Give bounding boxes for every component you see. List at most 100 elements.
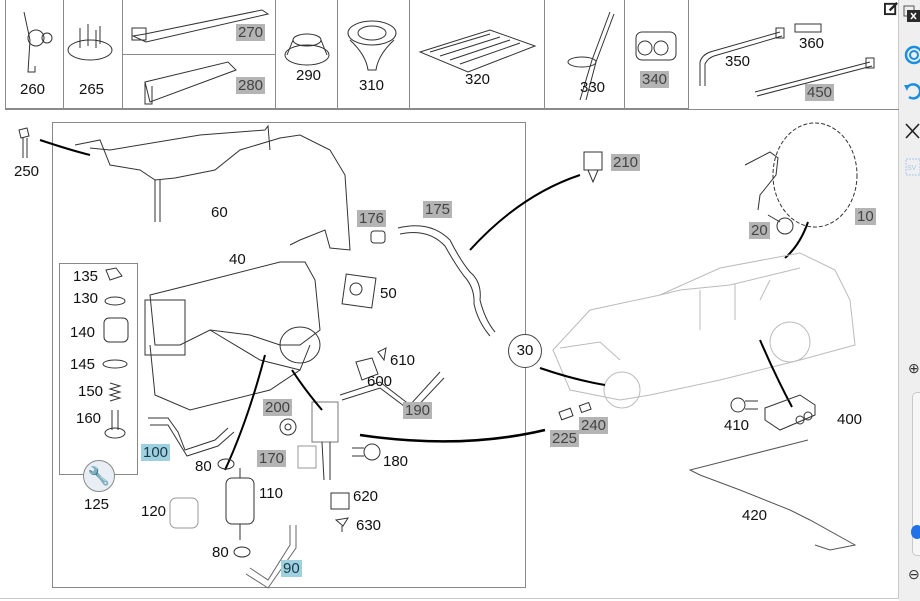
part-label-125[interactable]: 125 [84, 496, 110, 513]
part-label-176[interactable]: 176 [357, 210, 387, 227]
callout-30[interactable]: 30 [508, 334, 542, 368]
part-label-450[interactable]: 450 [805, 84, 835, 101]
part-60-drawing [74, 124, 351, 251]
close-icon[interactable] [903, 4, 920, 24]
cell-310 [338, 0, 410, 109]
part-label-290[interactable]: 290 [296, 67, 322, 84]
part-120-drawing [169, 497, 199, 529]
target-icon[interactable] [903, 45, 920, 65]
part-260-drawing [23, 11, 53, 73]
zoom-in-button[interactable]: ⊕ [908, 360, 920, 376]
part-265-drawing [67, 24, 113, 61]
part-label-320[interactable]: 320 [465, 71, 491, 88]
part-label-610[interactable]: 610 [390, 352, 416, 369]
part-label-280[interactable]: 280 [236, 77, 266, 94]
arrow-30-to-car [539, 367, 606, 386]
part-270-drawing [131, 9, 270, 43]
part-label-120[interactable]: 120 [141, 503, 167, 520]
zoom-slider-thumb[interactable] [911, 525, 920, 539]
part-label-175[interactable]: 175 [423, 201, 453, 218]
part-label-250[interactable]: 250 [14, 163, 40, 180]
part-label-200[interactable]: 200 [263, 399, 293, 416]
zoom-slider-track[interactable] [912, 392, 920, 556]
tank-bracket-drawing [744, 151, 779, 211]
part-label-40[interactable]: 40 [229, 251, 246, 268]
part-label-210[interactable]: 210 [611, 154, 641, 171]
part-label-50[interactable]: 50 [380, 285, 397, 302]
part-label-140[interactable]: 140 [70, 324, 96, 341]
part-150-drawing [108, 382, 122, 402]
part-label-310[interactable]: 310 [359, 77, 385, 94]
part-label-225[interactable]: 225 [550, 430, 580, 447]
svg-text:SV: SV [907, 165, 917, 172]
part-label-10[interactable]: 10 [855, 208, 876, 225]
part-label-160[interactable]: 160 [76, 410, 102, 427]
crossed-tools-icon[interactable] [903, 121, 920, 141]
part-420-drawing [688, 439, 857, 551]
part-80b-drawing [233, 546, 251, 558]
edit-icon[interactable] [884, 1, 899, 16]
part-label-600[interactable]: 600 [367, 373, 393, 390]
part-label-80a[interactable]: 80 [195, 458, 212, 475]
part-label-270[interactable]: 270 [236, 24, 266, 41]
part-label-260[interactable]: 260 [20, 81, 46, 98]
part-100-drawing [148, 417, 235, 457]
part-label-265[interactable]: 265 [79, 81, 105, 98]
part-label-410[interactable]: 410 [724, 417, 750, 434]
part-40-drawing [144, 261, 321, 411]
part-label-630[interactable]: 630 [356, 517, 382, 534]
part-label-340[interactable]: 340 [640, 71, 670, 88]
part-225-drawing [558, 407, 574, 421]
cell-340 [625, 0, 689, 109]
part-135-drawing [105, 267, 123, 281]
part-600-drawing [355, 357, 379, 381]
part-label-400[interactable]: 400 [837, 411, 863, 428]
parts-diagram-canvas: 260 265 270 280 290 310 320 330 340 350 … [0, 0, 900, 599]
cell-320 [410, 0, 545, 109]
part-330-drawing [567, 11, 615, 101]
svg-icon[interactable]: SV [903, 157, 920, 177]
part-label-420[interactable]: 420 [742, 507, 768, 524]
part-label-145[interactable]: 145 [70, 356, 96, 373]
part-320-drawing [418, 29, 537, 73]
part-label-330[interactable]: 330 [580, 79, 606, 96]
part-label-350[interactable]: 350 [725, 53, 751, 70]
part-450-drawing [754, 57, 875, 97]
part-280-drawing [144, 61, 237, 105]
part-label-360[interactable]: 360 [799, 35, 825, 52]
part-90-drawing [245, 525, 297, 589]
part-350-drawing [699, 27, 785, 86]
part-label-240[interactable]: 240 [579, 417, 609, 434]
part-label-170[interactable]: 170 [257, 450, 287, 467]
part-label-90[interactable]: 90 [281, 560, 302, 577]
part-label-150[interactable]: 150 [78, 383, 104, 400]
part-340-drawing [635, 31, 677, 61]
part-label-135[interactable]: 135 [73, 268, 99, 285]
part-label-180[interactable]: 180 [383, 453, 409, 470]
part-label-110[interactable]: 110 [259, 485, 283, 502]
part-200-drawing [279, 418, 297, 436]
cell-280 [123, 55, 276, 109]
part-label-620[interactable]: 620 [353, 488, 379, 505]
arrow-to-compressor-right [291, 369, 323, 411]
part-160-drawing [104, 410, 126, 439]
cell-260 [5, 0, 64, 109]
part-210-drawing [583, 151, 603, 184]
arrow-225-to-valve [359, 428, 546, 443]
arrow-250 [39, 139, 91, 156]
rotate-icon[interactable] [903, 81, 920, 101]
part-label-130[interactable]: 130 [73, 290, 99, 307]
part-630-drawing [334, 517, 350, 532]
part-label-20[interactable]: 20 [749, 222, 770, 239]
part-label-80b[interactable]: 80 [212, 544, 229, 561]
part-400-drawing [764, 394, 816, 431]
zoom-out-button[interactable]: ⊖ [908, 566, 920, 582]
part-label-60[interactable]: 60 [211, 204, 228, 221]
part-130-drawing [104, 296, 126, 306]
part-label-100[interactable]: 100 [141, 444, 171, 461]
part-290-drawing [284, 33, 330, 66]
diagram-artwork [18, 9, 875, 589]
part-label-190[interactable]: 190 [403, 402, 433, 419]
part-310-drawing [347, 20, 397, 71]
part-250-drawing [18, 127, 30, 158]
